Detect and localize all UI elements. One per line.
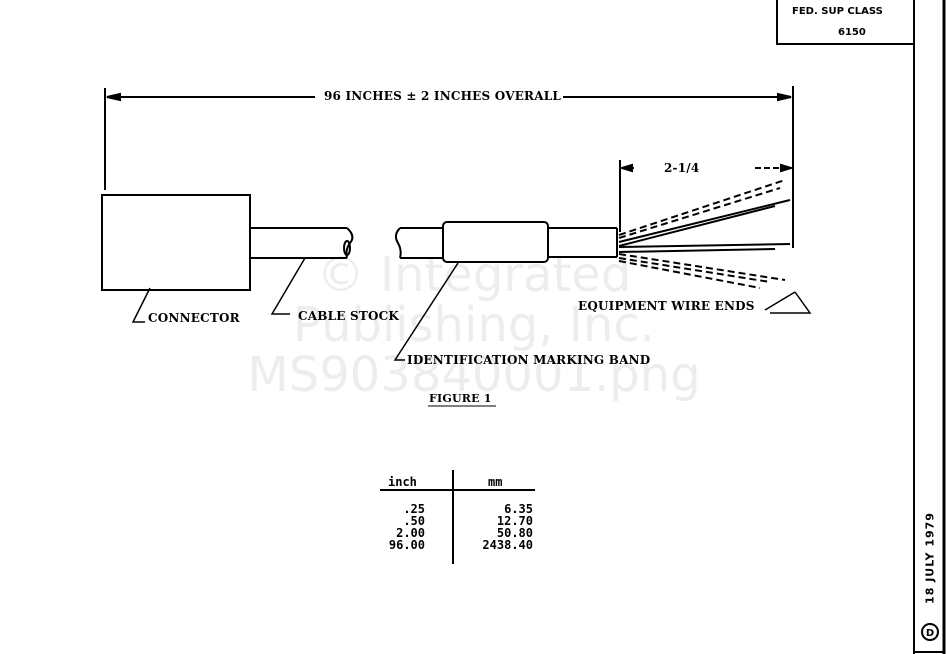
table-cell: .25: [403, 502, 425, 516]
leader-wire-ends: [764, 291, 796, 311]
arrowhead-icon: [106, 92, 121, 102]
overall-dimension-label: 96 INCHES ± 2 INCHES OVERALL: [322, 89, 564, 103]
cable-break: [343, 240, 351, 256]
issue-date: 18 JULY 1979: [923, 512, 937, 604]
table-header-inch: inch: [388, 475, 417, 489]
table-cell: 50.80: [496, 526, 533, 540]
identification-band-label: IDENTIFICATION MARKING BAND: [407, 353, 651, 367]
table-cell: .50: [403, 514, 425, 528]
identification-marking-band: [442, 221, 549, 263]
table-cell: 96.00: [388, 538, 425, 552]
leader-cable-stock: [270, 257, 306, 315]
table-column-inch: .25 .50 2.00 96.00: [380, 503, 425, 551]
title-block-box: [776, 0, 914, 45]
table-column-mm: 6.35 12.70 50.80 2438.40: [470, 503, 533, 551]
date-strip: 18 JULY 1979: [917, 508, 943, 608]
wire-ends-label: EQUIPMENT WIRE ENDS: [578, 299, 755, 313]
table-cell: 12.70: [496, 514, 533, 528]
wire-end-dimension-label: 2-1/4: [664, 161, 700, 175]
table-header-mm: mm: [488, 475, 503, 489]
title-block-value: 6150: [838, 27, 866, 38]
arrowhead-icon: [777, 92, 792, 102]
leader-wire-ends: [770, 291, 812, 314]
arrowhead-icon: [618, 163, 633, 173]
connector-body: [101, 194, 251, 291]
title-block-label: FED. SUP CLASS: [792, 6, 883, 17]
leader-connector: [131, 287, 151, 323]
equipment-wire-ends: [618, 179, 791, 289]
cable-stock-label: CABLE STOCK: [298, 309, 399, 323]
connector-label: CONNECTOR: [148, 311, 240, 325]
arrowhead-icon: [780, 163, 795, 173]
leader-identification-band: [393, 262, 459, 361]
revision-badge: D: [921, 623, 939, 641]
table-cell: 2438.40: [482, 538, 533, 552]
watermark-line: Publishing, Inc.: [292, 297, 656, 353]
watermark-line: © Integrated: [316, 247, 632, 303]
cable-break: [394, 227, 402, 259]
table-cell: 6.35: [504, 502, 533, 516]
table-cell: 2.00: [396, 526, 425, 540]
watermark-line: MS903840001.png: [247, 347, 701, 403]
figure-caption: FIGURE 1: [429, 392, 492, 405]
